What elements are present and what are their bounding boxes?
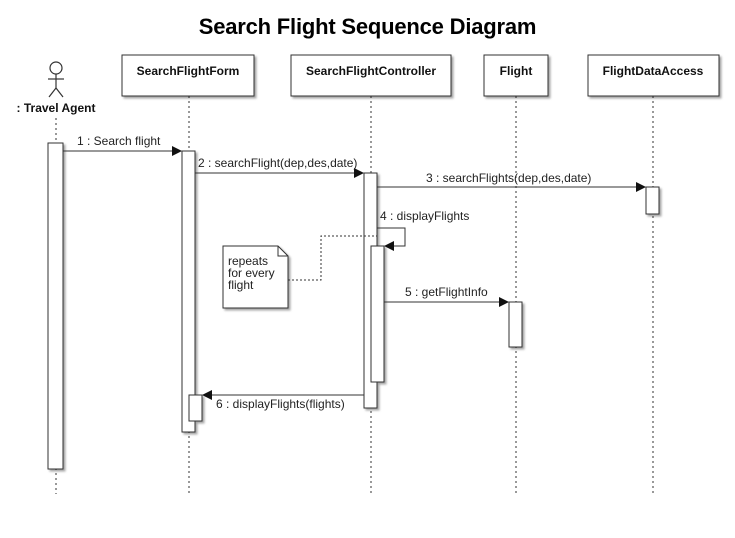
participant-label-controller: SearchFlightController [306, 64, 436, 78]
message-arrow-6 [202, 390, 364, 400]
participant-label-flight: Flight [500, 64, 533, 78]
message-arrow-3 [377, 182, 646, 192]
note-line-1: repeats [228, 254, 268, 268]
note-fold-icon [277, 246, 288, 257]
message-label-2: 2 : searchFlight(dep,des,date) [198, 156, 357, 170]
diagram-title: Search Flight Sequence Diagram [198, 14, 537, 39]
message-label-6: 6 : displayFlights(flights) [216, 397, 345, 411]
message-label-1: 1 : Search flight [77, 134, 161, 148]
activation-form [181, 150, 196, 433]
loop-note [222, 245, 289, 309]
note-line-3: flight [228, 278, 254, 292]
message-arrow-1 [63, 146, 182, 156]
message-arrow-2 [195, 168, 364, 178]
participant-label-form: SearchFlightForm [137, 64, 240, 78]
activation-dao [645, 186, 660, 215]
message-label-5: 5 : getFlightInfo [405, 285, 488, 299]
note-connector [288, 235, 377, 281]
actor-icon [48, 61, 64, 98]
note-line-2: for every [228, 266, 275, 280]
participant-box-form [121, 54, 255, 97]
actor-label: : Travel Agent [17, 101, 96, 115]
message-label-3: 3 : searchFlights(dep,des,date) [426, 171, 591, 185]
message-arrow-4 [377, 227, 406, 251]
message-arrow-5 [384, 297, 509, 307]
message-label-4: 4 : displayFlights [380, 209, 469, 223]
participant-box-controller [290, 54, 452, 97]
activation-flight [508, 301, 523, 348]
activation-controller-nested [370, 245, 385, 383]
participant-box-dao [587, 54, 720, 97]
activation-agent [47, 142, 64, 470]
participant-box-flight [483, 54, 549, 97]
participant-label-dao: FlightDataAccess [603, 64, 704, 78]
activation-form-nested [188, 394, 203, 422]
